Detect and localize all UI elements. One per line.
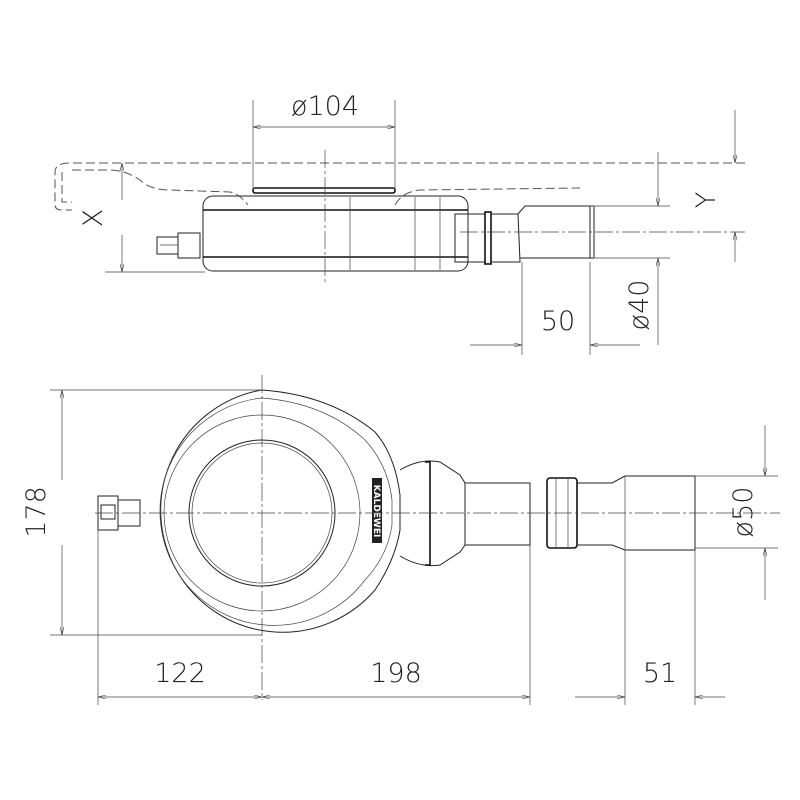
side-connector xyxy=(156,232,201,259)
dimension-178: 178 xyxy=(21,389,262,636)
dimension-diameter-104: ø104 xyxy=(252,91,396,190)
dimension-bottom: 122 198 51 xyxy=(97,530,725,705)
outlet-pipe-side xyxy=(454,205,595,265)
dimension-x: X xyxy=(78,163,205,273)
length-50-label: 50 xyxy=(541,306,575,337)
diameter-40-label: ø40 xyxy=(624,280,655,331)
outlet-elbow-top xyxy=(399,460,531,567)
diameter-104-label: ø104 xyxy=(291,91,359,122)
side-view: ø104 X Y ø40 50 xyxy=(54,91,745,355)
top-view: KALDEWEI 178 122 198 51 xyxy=(21,375,780,705)
height-178-label: 178 xyxy=(21,486,52,538)
x-label: X xyxy=(78,209,109,228)
dimension-diameter-50: ø50 xyxy=(695,425,778,600)
dimension-diameter-40: ø40 xyxy=(624,152,658,345)
extension-51-label: 51 xyxy=(643,658,677,689)
right-198-label: 198 xyxy=(370,658,422,689)
brand-plate xyxy=(372,478,382,543)
brand-label: KALDEWEI xyxy=(371,485,381,538)
shower-tray-outline xyxy=(54,162,745,211)
diameter-50-label: ø50 xyxy=(728,487,759,538)
y-label: Y xyxy=(691,192,722,209)
drain-body-side xyxy=(202,187,469,272)
dimension-50: 50 xyxy=(470,262,640,355)
dimension-y: Y xyxy=(590,110,735,262)
drain-body-top: KALDEWEI xyxy=(159,389,401,633)
left-122-label: 122 xyxy=(154,658,206,689)
